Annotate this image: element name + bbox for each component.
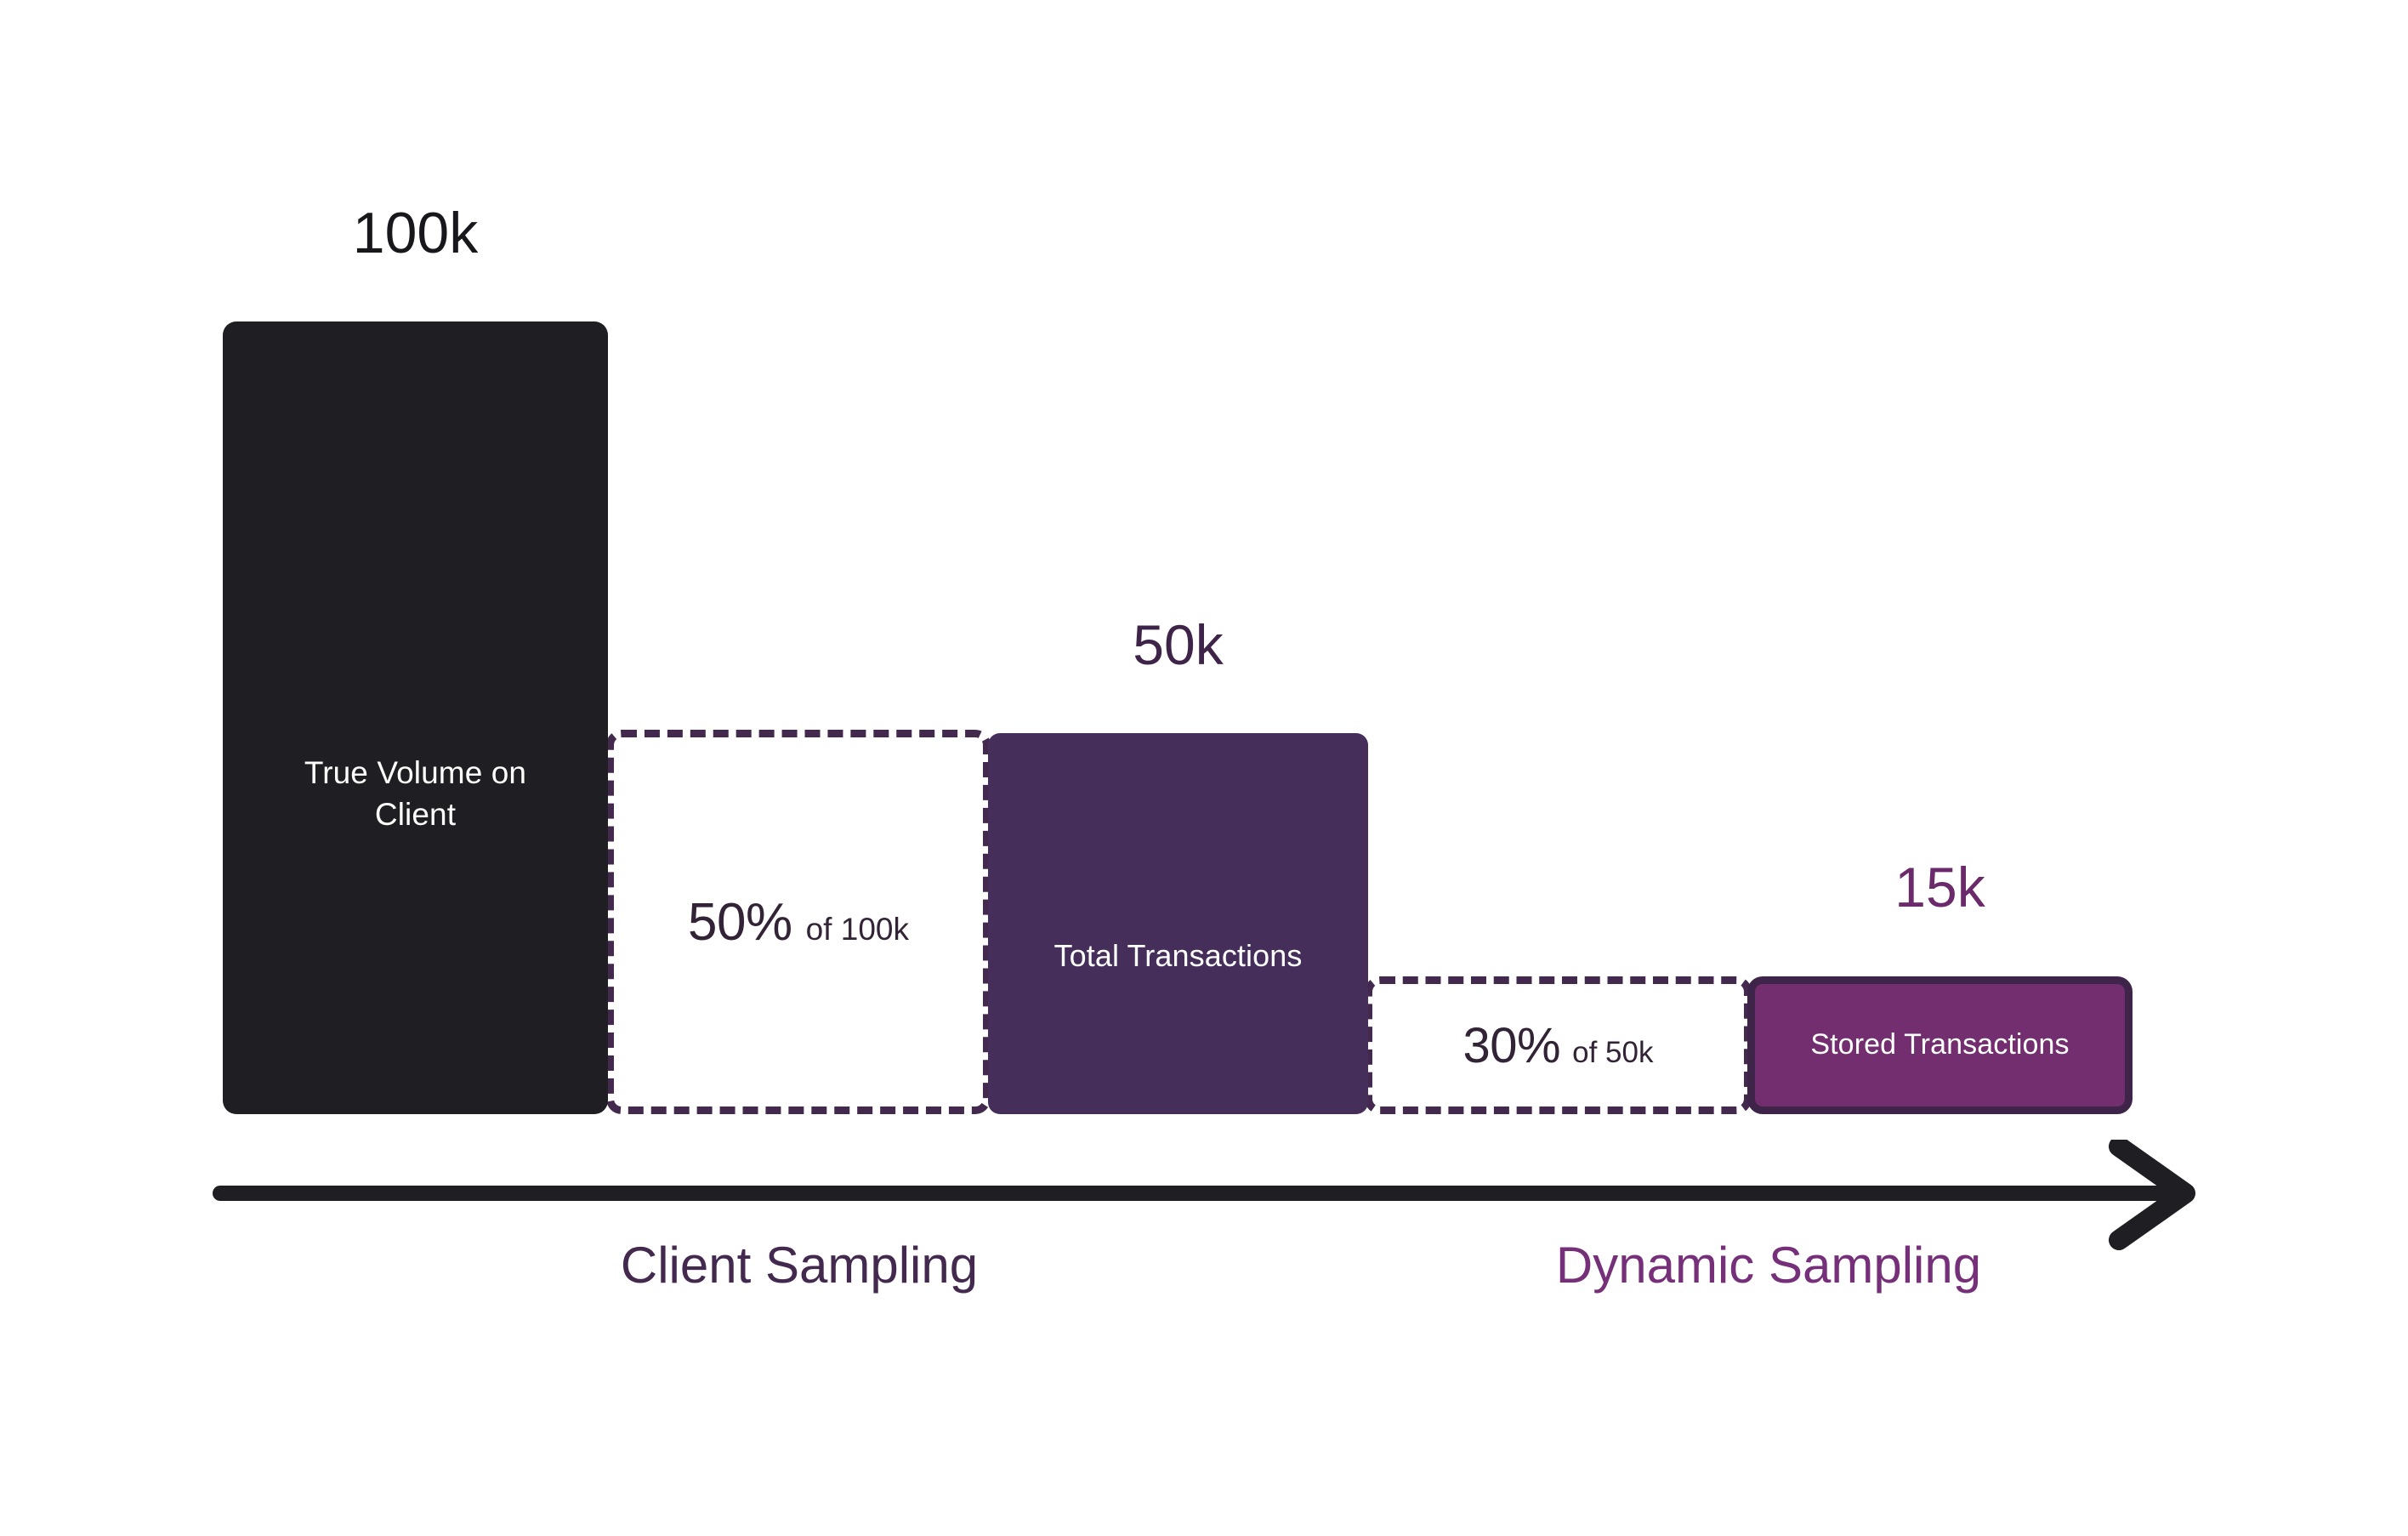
stage-label-dynamic-sampling: Dynamic Sampling <box>1555 1237 1982 1294</box>
value-label-total-transactions: 50k <box>1133 613 1224 676</box>
right-arrow-icon <box>213 1140 2195 1250</box>
bar-label-true-volume: True Volume on Client <box>304 755 527 832</box>
stage-label-client-sampling: Client Sampling <box>620 1237 979 1294</box>
bar-total-transactions: Total Transactions <box>988 733 1368 1114</box>
reduction-of-dynamic-sampling: of 50k <box>1572 1035 1654 1069</box>
value-label-true-volume: 100k <box>352 201 479 265</box>
bar-label-total-transactions: Total Transactions <box>1054 938 1303 974</box>
reduction-percent-dynamic-sampling: 30% <box>1462 1017 1561 1073</box>
value-label-stored-transactions: 15k <box>1894 856 1985 919</box>
reduction-percent-client-sampling: 50% <box>688 892 792 952</box>
reduction-box-client-sampling: 50% of 100k <box>606 730 991 1114</box>
bar-true-volume: True Volume on Client <box>223 321 608 1114</box>
bar-label-stored-transactions: Stored Transactions <box>1810 1028 2070 1061</box>
reduction-text-client-sampling: 50% of 100k <box>688 892 909 953</box>
reduction-box-dynamic-sampling: 30% of 50k <box>1365 976 1752 1114</box>
reduction-text-dynamic-sampling: 30% of 50k <box>1463 1017 1654 1074</box>
bar-stored-transactions: Stored Transactions <box>1747 976 2133 1114</box>
reduction-of-client-sampling: of 100k <box>805 911 909 947</box>
